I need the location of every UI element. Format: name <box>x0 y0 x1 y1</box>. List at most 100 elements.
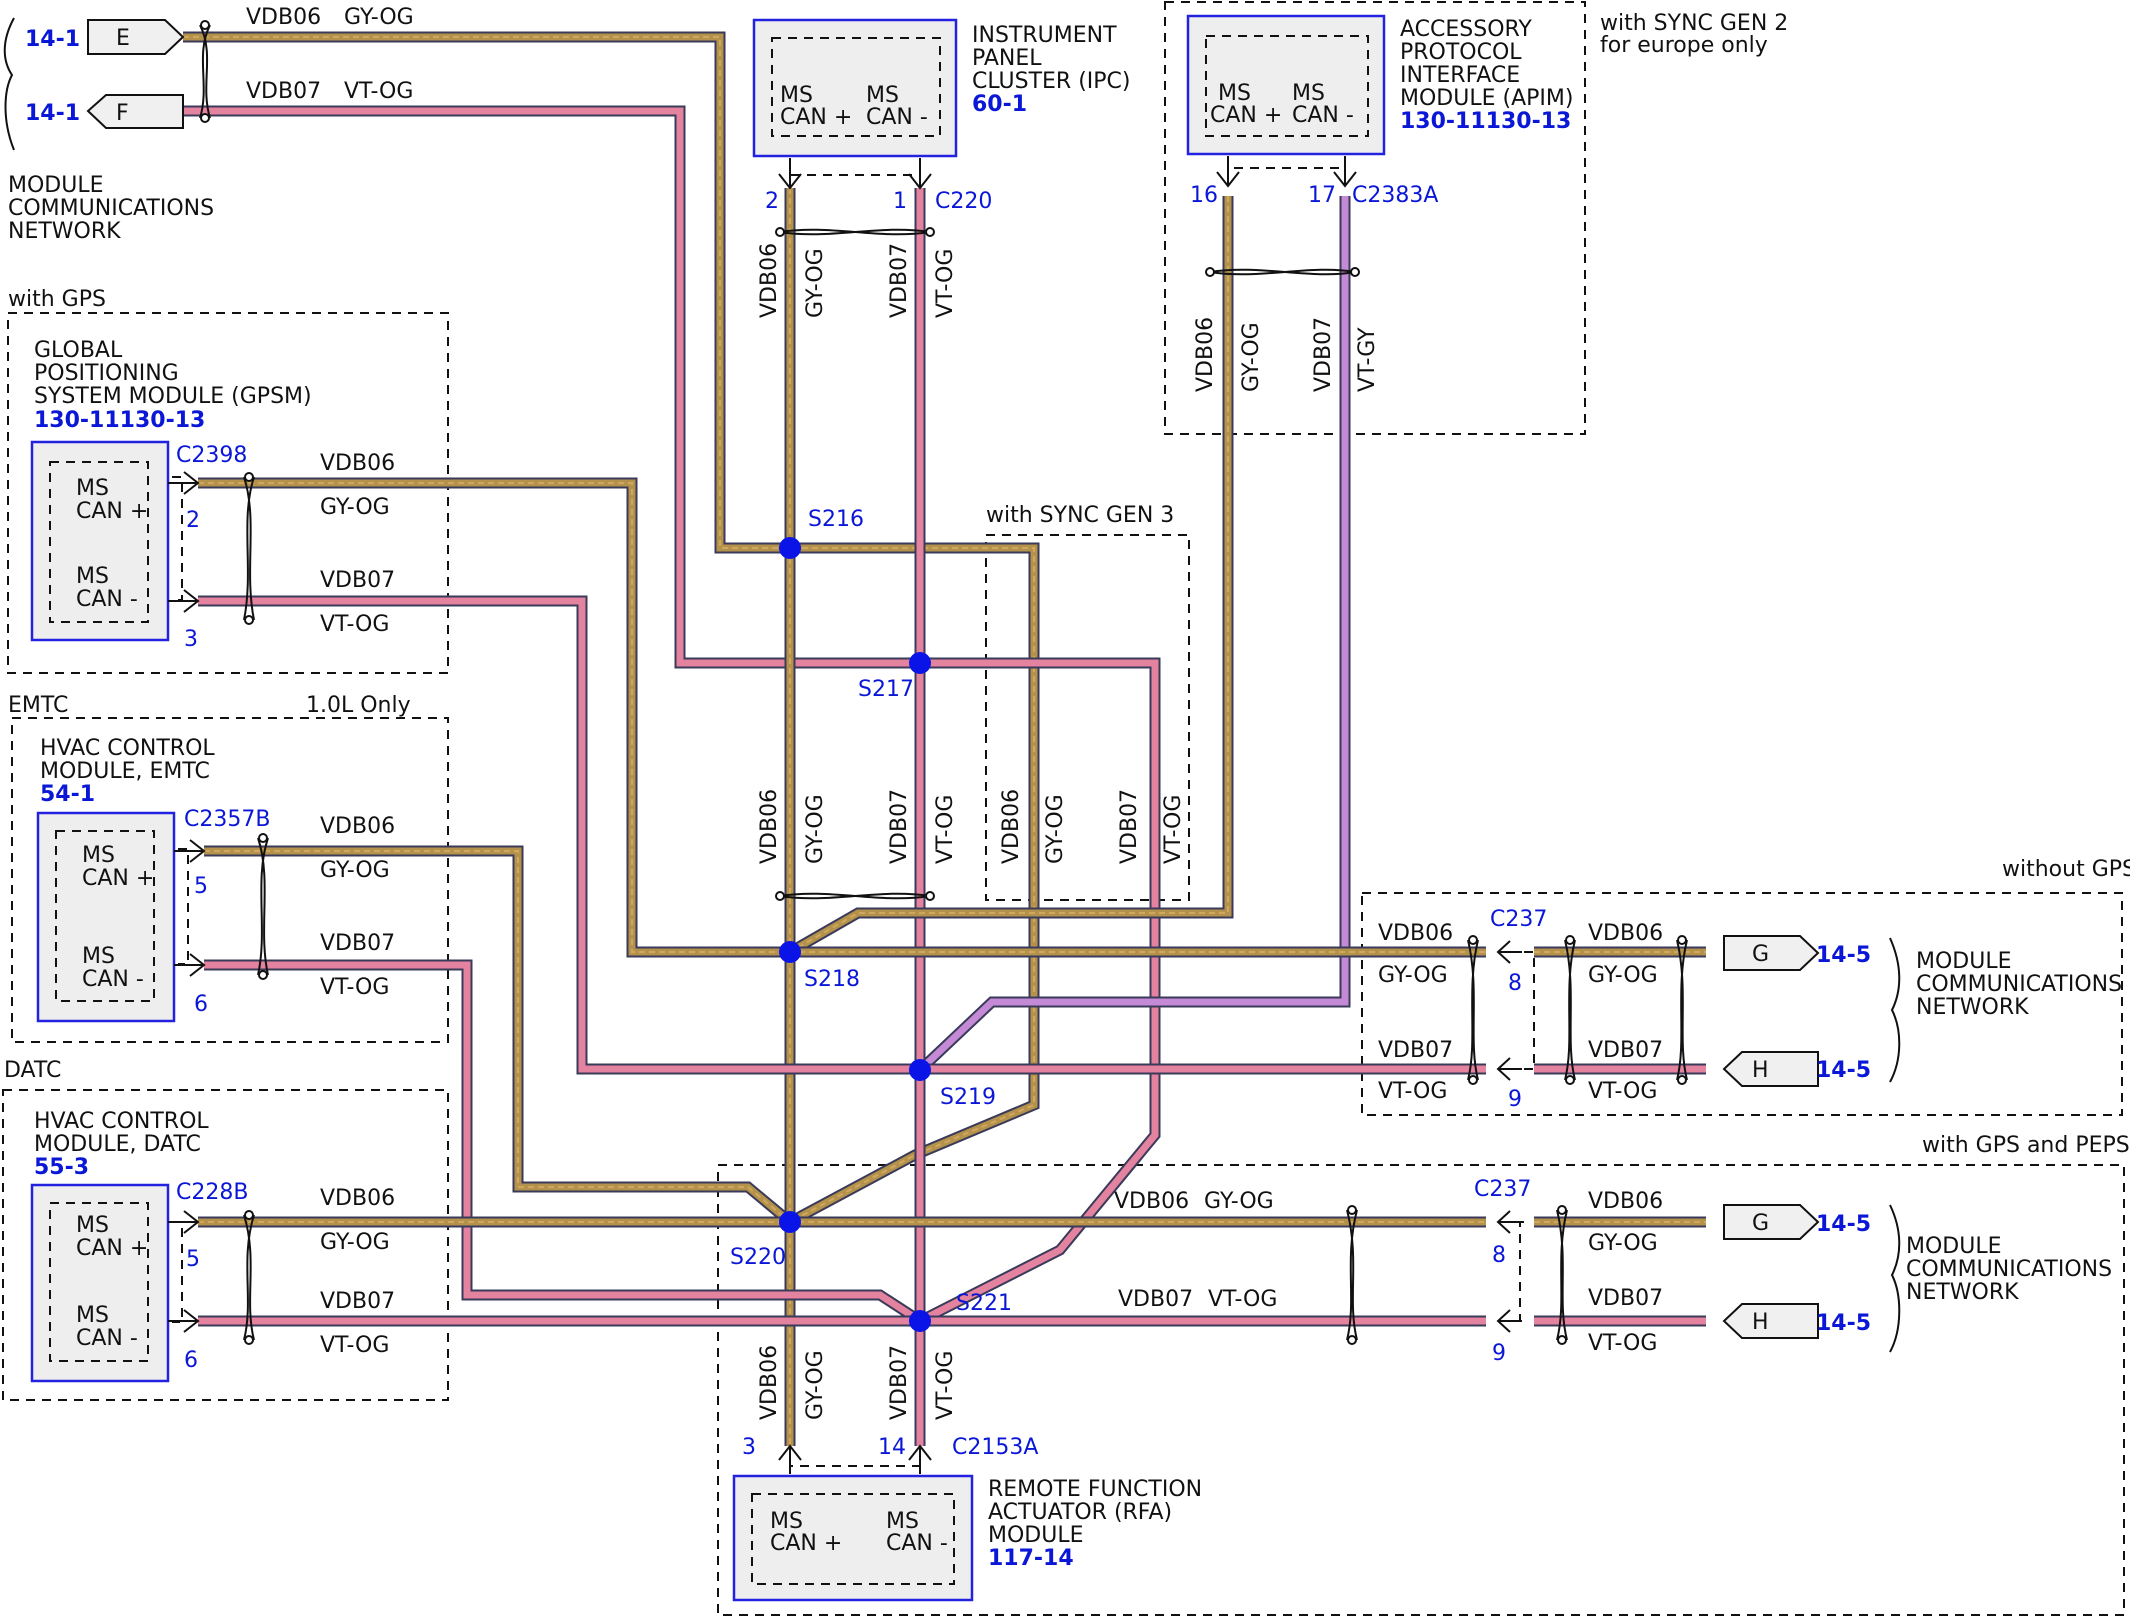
right-network-title-top-3: NETWORK <box>1916 995 2029 1020</box>
emtc-pin-plus-label: MS <box>82 843 115 868</box>
splice-s220 <box>779 1211 801 1233</box>
wogps-right-vdb06: VDB06 <box>1588 921 1663 946</box>
connector-g-flag-bottom <box>1723 1204 1820 1240</box>
pin-arrows <box>168 156 1535 1474</box>
ipc-pin-minus-label-2: CAN - <box>866 105 928 130</box>
without-gps-note: without GPS <box>2002 857 2130 882</box>
gps-peps-connector: C237 <box>1474 1177 1531 1202</box>
rfa-pin-minus-label: MS <box>886 1509 919 1534</box>
emtc-ref: 54-1 <box>40 782 95 807</box>
apim-name-3: INTERFACE <box>1400 63 1520 88</box>
connector-f-label: F <box>116 101 129 126</box>
vlabel-ipc-gy-og: GY-OG <box>803 248 828 318</box>
gps-peps-right-vt-og: VT-OG <box>1588 1331 1657 1356</box>
datc-label-vdb06: VDB06 <box>320 1186 395 1211</box>
vlabel-sync-vt-og: VT-OG <box>1161 795 1186 864</box>
ipc-name-3: CLUSTER (IPC) <box>972 69 1131 94</box>
twist-markers <box>199 20 1688 1345</box>
right-network-title-bottom-3: NETWORK <box>1906 1280 2019 1305</box>
rfa-pin-minus-label-2: CAN - <box>886 1531 948 1556</box>
emtc-pin-a: 5 <box>194 874 208 899</box>
wogps-left-vt-og: VT-OG <box>1378 1079 1447 1104</box>
emtc-name-2: MODULE, EMTC <box>40 759 210 784</box>
apim-note-2: for europe only <box>1600 33 1768 58</box>
page-ref-e: 14-1 <box>25 27 80 52</box>
connector-g-label-bottom: G <box>1752 1211 1769 1236</box>
rfa-connector: C2153A <box>952 1435 1038 1460</box>
datc-pin-b: 6 <box>184 1348 198 1373</box>
emtc-note: EMTC <box>8 693 68 718</box>
connector-h-label-bottom: H <box>1752 1310 1769 1335</box>
wogps-left-vdb07: VDB07 <box>1378 1038 1453 1063</box>
ipc-pin-plus-label-2: CAN + <box>780 105 852 130</box>
right-network-connectors-top: G H 14-5 14-5 MODULE COMMUNICATIONS NETW… <box>1722 935 2122 1087</box>
labels: VDB06 GY-OG VDB07 VT-OG INSTRUMENT PANEL… <box>4 5 2130 1571</box>
ipc-ref: 60-1 <box>972 92 1027 117</box>
vlabel-mid-vt-og: VT-OG <box>933 795 958 864</box>
emtc-pin-plus-label-2: CAN + <box>82 866 154 891</box>
gpsm-name-1: GLOBAL <box>34 338 123 363</box>
ipc-pin-a: 2 <box>765 189 779 214</box>
connector-f-flag <box>86 94 184 129</box>
sync-gen3-note: with SYNC GEN 3 <box>986 503 1174 528</box>
splice-s221 <box>909 1310 931 1332</box>
label-f-vdb07: VDB07 <box>246 79 321 104</box>
splice-s217 <box>909 652 931 674</box>
datc-label-vt-og: VT-OG <box>320 1333 389 1358</box>
apim-pin-plus-label-2: CAN + <box>1210 103 1282 128</box>
emtc-name-1: HVAC CONTROL <box>40 736 215 761</box>
splice-label-s218: S218 <box>804 967 860 992</box>
datc-pin-a: 5 <box>186 1247 200 1272</box>
ipc-connector: C220 <box>935 189 992 214</box>
gpsm-pin-minus-label-2: CAN - <box>76 587 138 612</box>
vlabel-ipc-vt-og: VT-OG <box>933 249 958 318</box>
apim-ref: 130-11130-13 <box>1400 109 1571 134</box>
datc-module: MS CAN + MS CAN - <box>30 1183 183 1383</box>
apim-name-4: MODULE (APIM) <box>1400 86 1573 111</box>
splice-s219 <box>909 1059 931 1081</box>
datc-pin-plus-label: MS <box>76 1213 109 1238</box>
datc-pin-plus-label-2: CAN + <box>76 1236 148 1261</box>
gpsm-pin-plus-label: MS <box>76 476 109 501</box>
gps-peps-mid-vdb07: VDB07 <box>1118 1287 1193 1312</box>
apim-module: MS CAN + MS CAN - <box>1186 14 1386 169</box>
connector-h-flag-bottom <box>1722 1303 1819 1339</box>
gps-peps-pin-b: 9 <box>1492 1341 1506 1366</box>
wogps-left-gy-og: GY-OG <box>1378 963 1448 988</box>
emtc-label-gy-og: GY-OG <box>320 858 390 883</box>
apim-option-box <box>1164 1 1586 435</box>
gpsm-label-gy-og: GY-OG <box>320 495 390 520</box>
connector-g-flag-top <box>1723 935 1820 971</box>
label-e-gy-og: GY-OG <box>344 5 414 30</box>
vlabel-sync-vdb07: VDB07 <box>1117 789 1142 864</box>
datc-name-2: MODULE, DATC <box>34 1132 201 1157</box>
gpsm-name-3: SYSTEM MODULE (GPSM) <box>34 384 312 409</box>
rfa-ref: 117-14 <box>988 1546 1074 1571</box>
gps-peps-pin-a: 8 <box>1492 1243 1506 1268</box>
ipc-name-1: INSTRUMENT <box>972 23 1117 48</box>
vlabel-apim-vdb06: VDB06 <box>1193 317 1218 392</box>
datc-label-vdb07: VDB07 <box>320 1289 395 1314</box>
gpsm-pin-a: 2 <box>186 508 200 533</box>
vlabel-rfa-vt-og: VT-OG <box>933 1351 958 1420</box>
apim-pin-minus-label: MS <box>1292 81 1325 106</box>
splice-points <box>779 537 931 1332</box>
vlabel-rfa-vdb07: VDB07 <box>887 1345 912 1420</box>
page-ref-h-top: 14-5 <box>1816 1058 1871 1083</box>
right-network-title-bottom-2: COMMUNICATIONS <box>1906 1257 2112 1282</box>
splice-label-s217: S217 <box>858 677 914 702</box>
splice-label-s220: S220 <box>730 1245 786 1270</box>
gpsm-label-vdb07: VDB07 <box>320 568 395 593</box>
gpsm-ref: 130-11130-13 <box>34 408 205 433</box>
vlabel-apim-vdb07: VDB07 <box>1311 317 1336 392</box>
datc-name-1: HVAC CONTROL <box>34 1109 209 1134</box>
right-network-title-bottom-1: MODULE <box>1906 1234 2002 1259</box>
vlabel-apim-gy-og: GY-OG <box>1239 322 1264 392</box>
left-network-title-3: NETWORK <box>8 219 121 244</box>
wire-layer <box>183 31 1706 1446</box>
apim-pin-plus-label: MS <box>1218 81 1251 106</box>
ipc-pin-minus-label: MS <box>866 83 899 108</box>
splice-label-s216: S216 <box>808 507 864 532</box>
connector-h-label-top: H <box>1752 1058 1769 1083</box>
apim-connector: C2383A <box>1352 183 1438 208</box>
